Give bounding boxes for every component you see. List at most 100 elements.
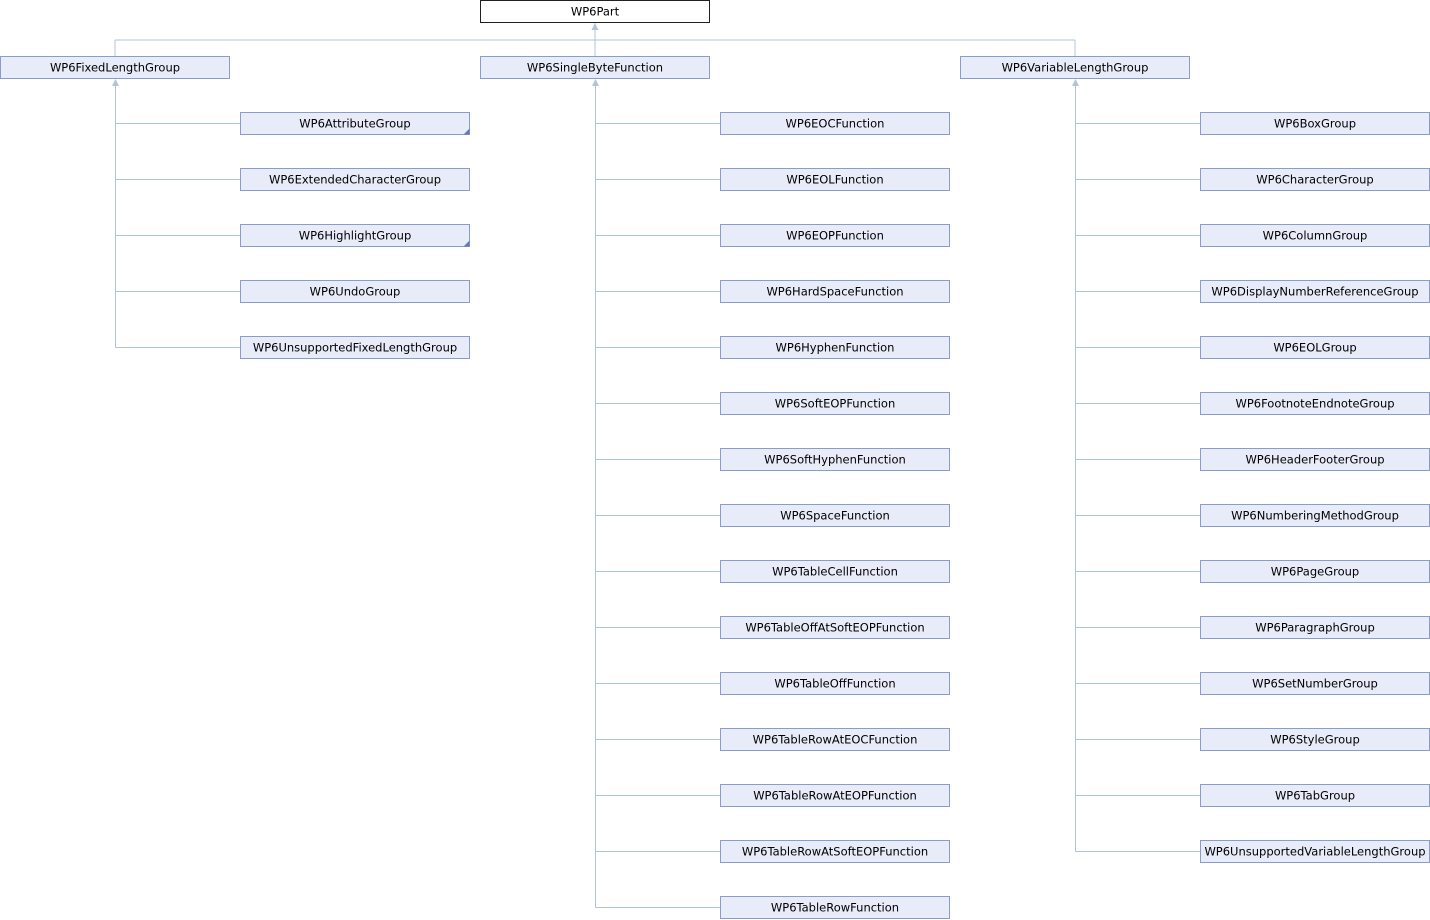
class-node-wp6-table-off-function[interactable]: WP6TableOffFunction xyxy=(720,672,950,695)
class-label: WP6VariableLengthGroup xyxy=(1002,61,1149,75)
class-node-wp6-eol-group[interactable]: WP6EOLGroup xyxy=(1200,336,1430,359)
class-label: WP6ExtendedCharacterGroup xyxy=(269,173,441,187)
root-arrowhead xyxy=(591,23,599,30)
class-box xyxy=(720,112,950,135)
class-box xyxy=(720,168,950,191)
class-node-wp6-page-group[interactable]: WP6PageGroup xyxy=(1200,560,1430,583)
class-node-wp6-tab-group[interactable]: WP6TabGroup xyxy=(1200,784,1430,807)
class-box xyxy=(720,672,950,695)
class-node-wp6-part[interactable]: WP6Part xyxy=(480,0,710,23)
class-node-wp6-eop-function[interactable]: WP6EOPFunction xyxy=(720,224,950,247)
class-label: WP6SoftHyphenFunction xyxy=(764,453,906,467)
class-label: WP6SoftEOPFunction xyxy=(775,397,895,411)
class-box xyxy=(240,168,470,191)
class-box xyxy=(720,504,950,527)
class-node-wp6-table-off-at-soft-eop-function[interactable]: WP6TableOffAtSoftEOPFunction xyxy=(720,616,950,639)
class-label: WP6TableOffAtSoftEOPFunction xyxy=(745,621,924,635)
class-node-wp6-table-row-at-eop-function[interactable]: WP6TableRowAtEOPFunction xyxy=(720,784,950,807)
group-arrowhead-0 xyxy=(112,79,119,86)
class-node-wp6-paragraph-group[interactable]: WP6ParagraphGroup xyxy=(1200,616,1430,639)
class-label: WP6ColumnGroup xyxy=(1263,229,1368,243)
class-box xyxy=(960,56,1190,79)
class-label: WP6BoxGroup xyxy=(1274,117,1356,131)
class-label: WP6UnsupportedVariableLengthGroup xyxy=(1204,845,1425,859)
class-label: WP6HighlightGroup xyxy=(299,229,412,243)
class-node-wp6-column-group[interactable]: WP6ColumnGroup xyxy=(1200,224,1430,247)
class-node-wp6-header-footer-group[interactable]: WP6HeaderFooterGroup xyxy=(1200,448,1430,471)
class-label: WP6FixedLengthGroup xyxy=(50,61,180,75)
class-node-wp6-eol-function[interactable]: WP6EOLFunction xyxy=(720,168,950,191)
class-node-wp6-box-group[interactable]: WP6BoxGroup xyxy=(1200,112,1430,135)
class-node-wp6-single-byte-function[interactable]: WP6SingleByteFunction xyxy=(480,56,710,79)
class-label: WP6SpaceFunction xyxy=(780,509,890,523)
class-box xyxy=(720,896,950,919)
class-label: WP6SingleByteFunction xyxy=(527,61,663,75)
has-subclasses-marker xyxy=(463,128,470,135)
class-node-wp6-space-function[interactable]: WP6SpaceFunction xyxy=(720,504,950,527)
class-node-wp6-unsupported-variable-length-group[interactable]: WP6UnsupportedVariableLengthGroup xyxy=(1200,840,1430,863)
class-box xyxy=(480,56,710,79)
class-label: WP6HeaderFooterGroup xyxy=(1245,453,1384,467)
class-node-wp6-eoc-function[interactable]: WP6EOCFunction xyxy=(720,112,950,135)
class-node-wp6-footnote-endnote-group[interactable]: WP6FootnoteEndnoteGroup xyxy=(1200,392,1430,415)
class-box xyxy=(720,448,950,471)
class-label: WP6UndoGroup xyxy=(310,285,401,299)
class-node-wp6-highlight-group[interactable]: WP6HighlightGroup xyxy=(240,224,470,247)
inheritance-edges xyxy=(112,22,1201,908)
class-box xyxy=(720,840,950,863)
group-arrowhead-2 xyxy=(1072,79,1079,86)
class-box xyxy=(0,56,230,79)
class-label: WP6HardSpaceFunction xyxy=(766,285,903,299)
class-node-wp6-hyphen-function[interactable]: WP6HyphenFunction xyxy=(720,336,950,359)
class-label: WP6TableRowFunction xyxy=(771,901,899,915)
class-label: WP6FootnoteEndnoteGroup xyxy=(1235,397,1394,411)
class-label: WP6PageGroup xyxy=(1271,565,1359,579)
has-subclasses-marker xyxy=(463,240,470,247)
class-node-wp6-table-row-function[interactable]: WP6TableRowFunction xyxy=(720,896,950,919)
class-node-wp6-table-row-at-soft-eop-function[interactable]: WP6TableRowAtSoftEOPFunction xyxy=(720,840,950,863)
class-box xyxy=(240,112,470,135)
class-box xyxy=(720,392,950,415)
class-node-wp6-table-cell-function[interactable]: WP6TableCellFunction xyxy=(720,560,950,583)
class-node-wp6-display-number-reference-group[interactable]: WP6DisplayNumberReferenceGroup xyxy=(1200,280,1430,303)
class-label: WP6EOCFunction xyxy=(786,117,885,131)
class-node-wp6-character-group[interactable]: WP6CharacterGroup xyxy=(1200,168,1430,191)
class-box xyxy=(480,0,710,23)
class-node-wp6-undo-group[interactable]: WP6UndoGroup xyxy=(240,280,470,303)
class-label: WP6Part xyxy=(571,5,620,19)
class-box xyxy=(720,616,950,639)
class-node-wp6-variable-length-group[interactable]: WP6VariableLengthGroup xyxy=(960,56,1190,79)
class-box xyxy=(240,224,470,247)
class-node-wp6-fixed-length-group[interactable]: WP6FixedLengthGroup xyxy=(0,56,230,79)
class-box xyxy=(720,224,950,247)
class-node-wp6-numbering-method-group[interactable]: WP6NumberingMethodGroup xyxy=(1200,504,1430,527)
class-node-wp6-extended-character-group[interactable]: WP6ExtendedCharacterGroup xyxy=(240,168,470,191)
class-label: WP6AttributeGroup xyxy=(299,117,410,131)
class-node-wp6-hard-space-function[interactable]: WP6HardSpaceFunction xyxy=(720,280,950,303)
class-label: WP6TabGroup xyxy=(1275,789,1355,803)
class-label: WP6TableRowAtEOPFunction xyxy=(753,789,917,803)
class-label: WP6NumberingMethodGroup xyxy=(1231,509,1399,523)
group-arrowhead-1 xyxy=(592,79,599,86)
class-node-wp6-soft-eop-function[interactable]: WP6SoftEOPFunction xyxy=(720,392,950,415)
class-box xyxy=(240,336,470,359)
class-box xyxy=(720,728,950,751)
class-label: WP6TableRowAtEOCFunction xyxy=(753,733,918,747)
class-label: WP6DisplayNumberReferenceGroup xyxy=(1211,285,1418,299)
class-label: WP6EOLGroup xyxy=(1273,341,1356,355)
class-label: WP6TableOffFunction xyxy=(774,677,895,691)
class-node-wp6-attribute-group[interactable]: WP6AttributeGroup xyxy=(240,112,470,135)
class-label: WP6ParagraphGroup xyxy=(1255,621,1375,635)
class-box xyxy=(720,784,950,807)
class-label: WP6EOPFunction xyxy=(786,229,884,243)
class-node-wp6-table-row-at-eoc-function[interactable]: WP6TableRowAtEOCFunction xyxy=(720,728,950,751)
class-box xyxy=(720,336,950,359)
class-node-wp6-set-number-group[interactable]: WP6SetNumberGroup xyxy=(1200,672,1430,695)
class-node-wp6-soft-hyphen-function[interactable]: WP6SoftHyphenFunction xyxy=(720,448,950,471)
class-node-wp6-unsupported-fixed-length-group[interactable]: WP6UnsupportedFixedLengthGroup xyxy=(240,336,470,359)
class-label: WP6EOLFunction xyxy=(786,173,883,187)
class-label: WP6StyleGroup xyxy=(1270,733,1360,747)
class-node-wp6-style-group[interactable]: WP6StyleGroup xyxy=(1200,728,1430,751)
class-box xyxy=(720,560,950,583)
